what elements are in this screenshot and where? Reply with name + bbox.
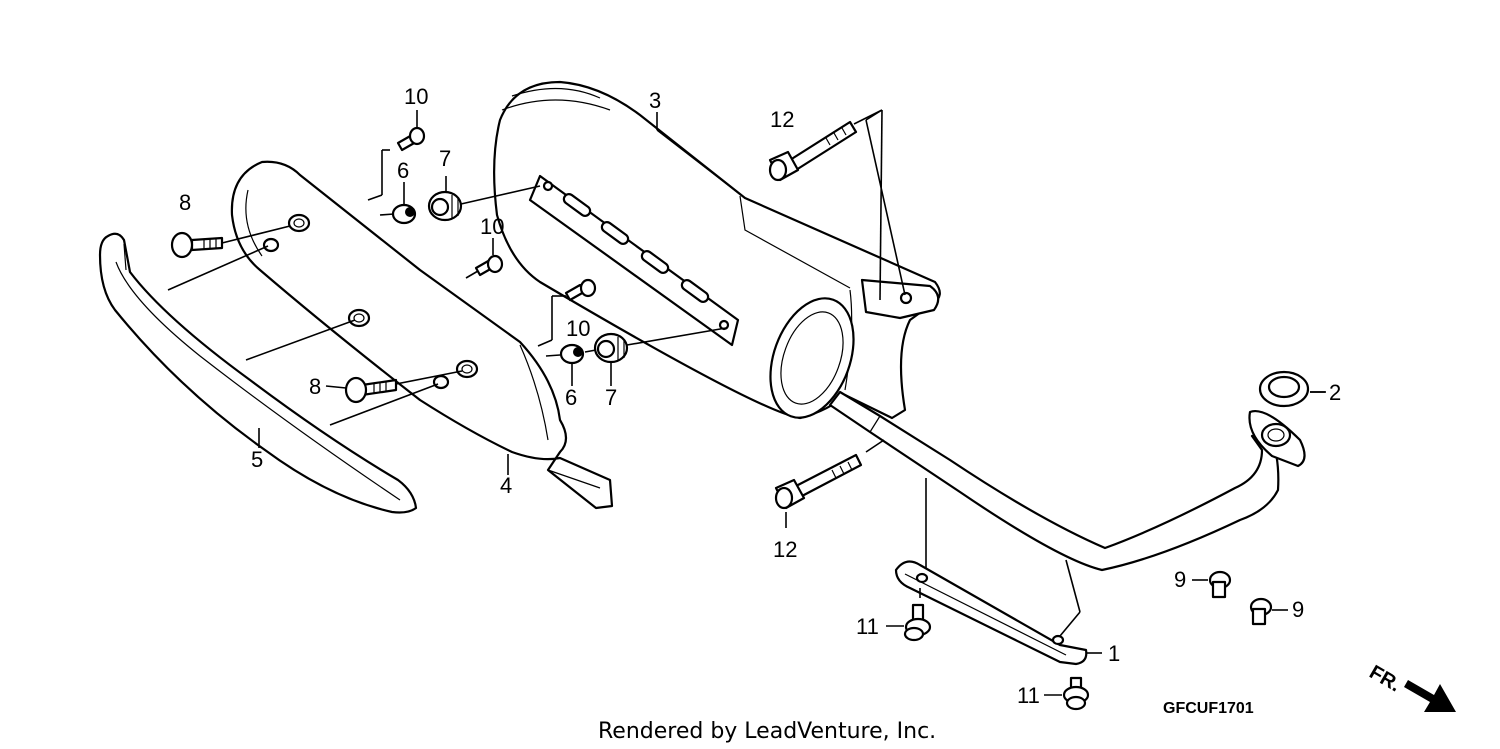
callout-9-lower: 9 <box>1292 597 1304 622</box>
part-7-grommet-upper <box>427 190 463 222</box>
callout-10-middle: 10 <box>480 214 504 239</box>
front-direction-marker: FR. <box>1366 661 1456 712</box>
part-12-bolt-lower <box>774 453 863 510</box>
protector-hole-mid <box>347 308 371 328</box>
part-6-collar-upper <box>391 203 417 225</box>
callout-10-top: 10 <box>404 84 428 109</box>
exhaust-flange <box>1248 410 1306 468</box>
part-8-bolt-lower <box>344 376 398 404</box>
exhaust-pipe-bracket <box>894 560 1088 666</box>
part-4-protector <box>230 160 614 510</box>
part-7-grommet-lower <box>593 332 629 364</box>
callout-11-lower: 11 <box>1017 683 1040 708</box>
part-6-collar-lower <box>559 343 585 365</box>
callout-9-upper: 9 <box>1174 567 1186 592</box>
front-arrow-icon <box>1404 680 1456 712</box>
protector-hole-lower <box>455 359 479 379</box>
front-marker-text: FR. <box>1366 661 1405 696</box>
callout-7-lower: 7 <box>605 385 617 410</box>
callout-10-lower: 10 <box>566 316 590 341</box>
callout-2: 2 <box>1329 380 1341 405</box>
part-1-exhaust-pipe <box>828 390 1306 666</box>
part-3-muffler <box>493 80 941 420</box>
credit-text: Rendered by LeadVenture, Inc. <box>598 719 936 744</box>
callout-8-lower: 8 <box>309 374 321 399</box>
part-5-guard <box>98 232 418 514</box>
diagram-code: GFCUF1701 <box>1163 700 1254 717</box>
callout-4: 4 <box>500 473 512 498</box>
part-9-nut-lower <box>1249 597 1273 626</box>
part-11-bolt-upper <box>903 603 932 642</box>
part-10-screw-middle <box>474 254 504 277</box>
part-2-gasket <box>1258 370 1325 408</box>
callout-1: 1 <box>1108 641 1120 666</box>
leader-lines <box>167 109 1326 696</box>
callout-5: 5 <box>251 447 263 472</box>
callout-8-upper: 8 <box>179 190 191 215</box>
part-9-nut-upper <box>1208 570 1232 599</box>
callout-6-upper: 6 <box>397 158 409 183</box>
part-10-screw-top <box>396 126 426 152</box>
callout-12-lower: 12 <box>773 537 797 562</box>
part-11-bolt-lower <box>1062 676 1090 711</box>
part-10-screw-lower <box>564 278 597 302</box>
callout-12-upper: 12 <box>770 107 794 132</box>
callout-3: 3 <box>649 88 661 113</box>
part-12-bolt-upper <box>768 120 858 182</box>
protector-hole-upper <box>287 213 311 233</box>
callout-7-upper: 7 <box>439 146 451 171</box>
muffler-mount-bracket <box>528 174 740 347</box>
part-8-bolt-upper <box>170 231 224 259</box>
callout-6-lower: 6 <box>565 385 577 410</box>
callout-11-upper: 11 <box>856 614 879 639</box>
